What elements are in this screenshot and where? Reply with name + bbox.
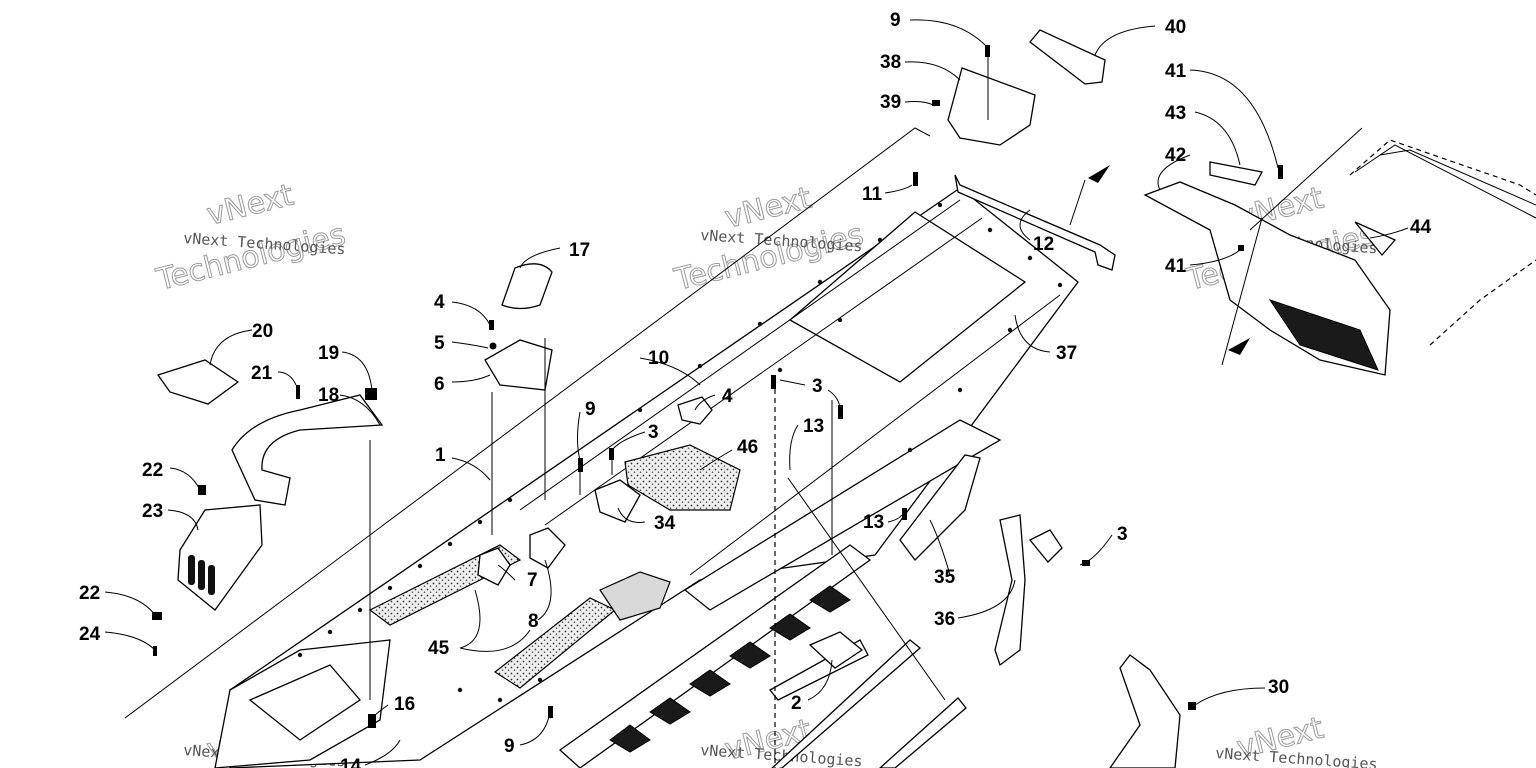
watermark-big-1: Technologies: [152, 217, 348, 298]
callout-14: 14: [340, 756, 362, 768]
callout-44: 44: [1410, 217, 1432, 238]
callout-43: 43: [1165, 103, 1186, 124]
callout-39: 39: [880, 92, 901, 113]
part-20-cover: [156, 359, 240, 405]
callout-34: 34: [654, 513, 676, 534]
callout-40: 40: [1165, 17, 1186, 38]
callout-18: 18: [318, 385, 339, 406]
callout-19: 19: [318, 343, 339, 364]
fasteners: [152, 45, 1283, 728]
callout-21: 21: [251, 363, 273, 384]
callout-13b: 13: [863, 512, 884, 533]
callout-9b: 9: [585, 399, 596, 420]
callout-9a: 9: [890, 10, 901, 31]
part-2-bracket: [808, 631, 864, 669]
callout-8: 8: [528, 611, 539, 632]
callout-4a: 4: [434, 292, 445, 313]
part-18-handle: [231, 394, 384, 506]
callout-22b: 22: [79, 583, 100, 604]
callout-16: 16: [394, 694, 415, 715]
part-30-panel: [1109, 654, 1181, 768]
part-12-brace: [954, 174, 1116, 271]
callout-36: 36: [934, 609, 955, 630]
part-8-plate: [529, 527, 566, 569]
callout-3c: 3: [1117, 524, 1128, 545]
callout-38: 38: [880, 52, 901, 73]
callout-17: 17: [569, 240, 590, 261]
callout-37: 37: [1056, 343, 1077, 364]
callout-9c: 9: [504, 736, 515, 757]
part-34-bracket: [594, 479, 641, 523]
part-36-strap: [994, 514, 1026, 667]
part-38-bracket: [947, 67, 1036, 146]
watermark-big-2: vNext: [203, 178, 297, 233]
callout-22a: 22: [142, 460, 163, 481]
callout-35: 35: [934, 567, 956, 588]
callout-30: 30: [1268, 677, 1289, 698]
leader-lines: [369, 55, 1363, 768]
callout-5: 5: [434, 333, 445, 354]
callout-1: 1: [435, 445, 446, 466]
callout-20: 20: [252, 321, 273, 342]
callout-42: 42: [1165, 145, 1186, 166]
callout-12: 12: [1033, 234, 1054, 255]
callout-23: 23: [142, 501, 163, 522]
part-17-cover: [501, 263, 553, 310]
callout-46: 46: [737, 437, 758, 458]
part-40-bumper: [1029, 29, 1106, 85]
slide-bar-2: [879, 697, 967, 768]
part-4-plate-a: [677, 396, 713, 425]
callout-6: 6: [434, 374, 445, 395]
slide-bar: [771, 639, 922, 768]
callout-leaders: [104, 19, 1409, 766]
callout-2: 2: [791, 693, 802, 714]
callout-41a: 41: [1165, 61, 1187, 82]
part-43-decal: [1209, 161, 1263, 186]
part-6-console: [484, 339, 553, 391]
callout-11: 11: [862, 184, 883, 205]
callout-3a: 3: [812, 376, 823, 397]
callout-3b: 3: [648, 422, 659, 443]
callout-13a: 13: [803, 416, 824, 437]
callout-41b: 41: [1165, 256, 1187, 277]
part-4-plate-b: [477, 547, 511, 586]
part-3-plate: [1028, 529, 1063, 563]
callout-45: 45: [428, 638, 450, 659]
callout-10: 10: [648, 348, 669, 369]
callout-24: 24: [79, 624, 101, 645]
part-44-strip: [1354, 221, 1397, 257]
part-46-pad: [624, 444, 741, 511]
part-35-gusset: [899, 454, 981, 561]
callout-7: 7: [527, 570, 538, 591]
callout-4b: 4: [722, 386, 733, 407]
callout-labels: 1 2 3 3 3 3 4 4 5 6 7 8 9 9 9 10 11 12 1…: [79, 10, 1432, 768]
